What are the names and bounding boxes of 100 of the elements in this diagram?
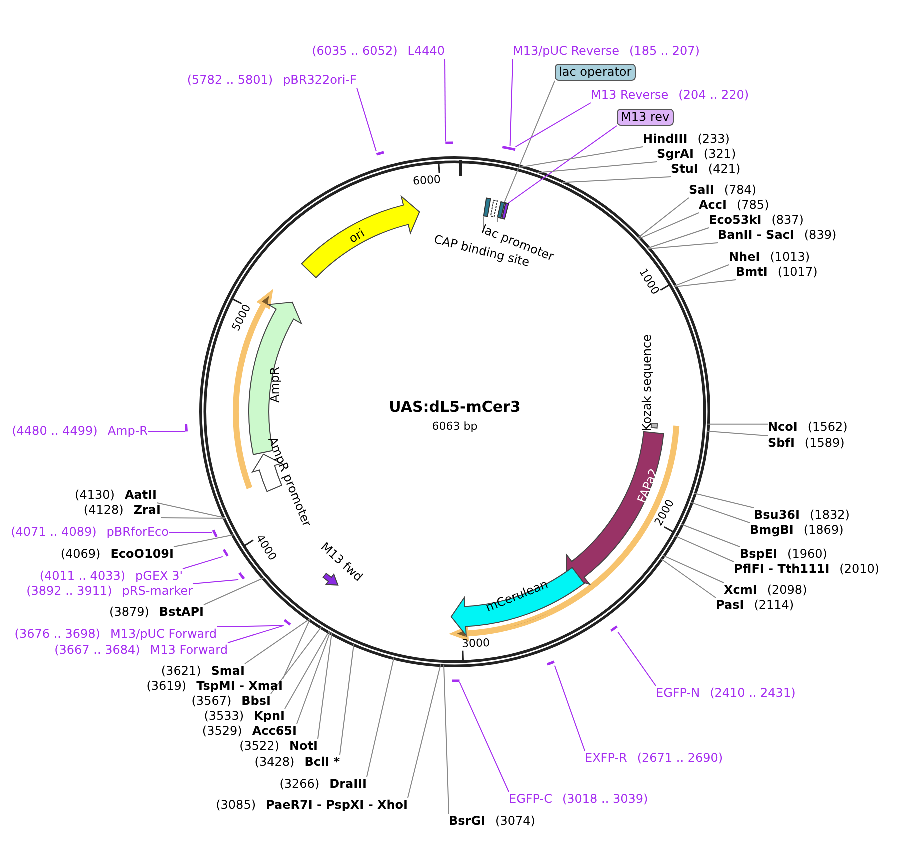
enzyme-site-label: StuI (421): [671, 162, 741, 177]
primer-label: (4011 .. 4033) pGEX 3': [40, 569, 183, 584]
leader-line: [508, 126, 618, 204]
primer-label: EXFP-R (2671 .. 2690): [585, 751, 724, 766]
leader-line: [168, 532, 213, 533]
leader-line: [681, 524, 740, 548]
leader-line: [648, 242, 718, 250]
leader-line: [340, 644, 355, 756]
enzyme-site-label: XcmI (2098): [724, 583, 808, 598]
enzyme-site-label: (3522) NotI: [240, 739, 318, 754]
leader-line: [244, 618, 310, 664]
leader-line: [674, 536, 734, 562]
primer-label: M13/pUC Reverse (185 .. 207): [513, 44, 700, 59]
leader-line: [216, 625, 284, 628]
enzyme-site-label: (3619) TspMI - XmaI: [146, 679, 283, 694]
enzyme-site-label: BmgBI (1869): [750, 523, 844, 538]
enzyme-site-label: (3533) KpnI: [204, 709, 285, 724]
size-label: 6063 bp: [432, 419, 478, 434]
leader-line: [638, 198, 690, 238]
enzyme-site-label: SbfI (1589): [768, 436, 845, 451]
enzyme-site-label: SgrAI (321): [657, 147, 736, 162]
primer-label: (3676 .. 3698) M13/pUC Forward: [14, 627, 217, 642]
leader-line: [510, 58, 514, 146]
enzyme-site-label: Eco53kI (837): [709, 213, 804, 228]
leader-line: [270, 626, 322, 694]
enzyme-site-label: HindIII (233): [643, 132, 730, 147]
enzyme-site-label: (3567) BbsI: [192, 694, 271, 709]
feature-block: [483, 198, 492, 218]
leader-line: [284, 631, 330, 710]
enzyme-site-label: Bsu36I (1832): [754, 508, 850, 523]
leader-line: [204, 578, 265, 606]
enzyme-site-label: BmtI (1017): [736, 265, 818, 280]
leader-line: [282, 619, 311, 680]
leader-line: [483, 216, 484, 233]
enzyme-site-label: (4128) ZraI: [84, 503, 161, 518]
primer-label: (5782 .. 5801) pBR322ori-F: [187, 73, 357, 88]
primer-mark: [508, 147, 516, 152]
enzyme-site-label: (4069) EcoO109I: [60, 547, 174, 562]
primer-mark: [212, 530, 218, 538]
enzyme-site-label: NcoI (1562): [768, 420, 848, 435]
primer-label: (6035 .. 6052) L4440: [312, 44, 445, 59]
primer-label: (3892 .. 3911) pRS-marker: [26, 584, 193, 599]
leader-line: [660, 558, 716, 598]
leader-line: [706, 430, 768, 436]
primer-mark: [610, 626, 618, 632]
leader-line: [228, 625, 284, 644]
tick-label: 3000: [462, 638, 490, 651]
enzyme-site-label: AccI (785): [699, 198, 770, 213]
primer-label: EGFP-C (3018 .. 3039): [509, 792, 648, 807]
enzyme-site-label: (3085) PaeR7I - PspXI - XhoI: [216, 798, 408, 813]
leader-line: [444, 58, 446, 142]
primer-label: M13 Reverse (204 .. 220): [591, 88, 750, 103]
leader-line: [318, 632, 332, 740]
enzyme-site-label: (3529) Acc65I: [202, 724, 297, 739]
plasmid-name: UAS:dL5-mCer3: [389, 400, 521, 415]
primer-label: (4071 .. 4089) pBRforEco: [11, 525, 169, 540]
leader-line: [192, 579, 240, 584]
primer-label: EGFP-N (2410 .. 2431): [656, 686, 796, 701]
primer-mark: [452, 680, 460, 682]
leader-line: [638, 212, 700, 240]
leader-line: [674, 280, 736, 288]
leader-line: [504, 80, 556, 202]
primer-label: (4480 .. 4499) Amp-R: [12, 424, 148, 439]
leader-line: [515, 102, 592, 148]
enzyme-site-label: BsrGI (3074): [449, 814, 536, 829]
feature-label: FAPa2: [634, 466, 662, 506]
leader-line: [296, 632, 331, 724]
leader-line: [537, 162, 658, 174]
leader-line: [444, 664, 450, 814]
primer-label: (3667 .. 3684) M13 Forward: [54, 643, 228, 658]
enzyme-site-label: (3428) BclI *: [254, 755, 340, 770]
feature-label: ori: [346, 226, 368, 246]
feature-label: Kozak sequence: [640, 334, 654, 432]
leader-line: [356, 88, 377, 152]
feature-tag: M13 rev: [617, 109, 674, 126]
enzyme-site-label: BanII - SacI (839): [718, 228, 837, 243]
enzyme-site-label: SalI (784): [689, 183, 757, 198]
leader-line: [366, 657, 395, 778]
enzyme-site-label: NheI (1013): [729, 250, 810, 265]
feature-tag: lac operator: [555, 64, 636, 81]
leader-line: [520, 146, 644, 168]
primer-mark: [376, 151, 384, 156]
leader-line: [674, 264, 730, 287]
leader-line: [160, 518, 226, 519]
feature-label: AmpR: [268, 367, 282, 403]
leader-line: [497, 216, 498, 223]
primer-mark: [222, 549, 229, 557]
leader-line: [662, 555, 724, 584]
enzyme-site-label: PflFI - Tth111I (2010): [734, 562, 880, 577]
tick-label: 6000: [412, 174, 442, 188]
leader-line: [174, 534, 234, 548]
leader-line: [156, 502, 226, 519]
primer-mark: [238, 572, 246, 580]
enzyme-site-label: PasI (2114): [716, 598, 794, 613]
leader-line: [690, 502, 750, 524]
enzyme-site-label: (3879) BstAPI: [110, 605, 204, 620]
leader-line: [561, 176, 672, 184]
leader-line: [707, 424, 768, 425]
enzyme-site-label: (3266) DraIII: [280, 777, 367, 792]
leader-line: [148, 431, 186, 432]
